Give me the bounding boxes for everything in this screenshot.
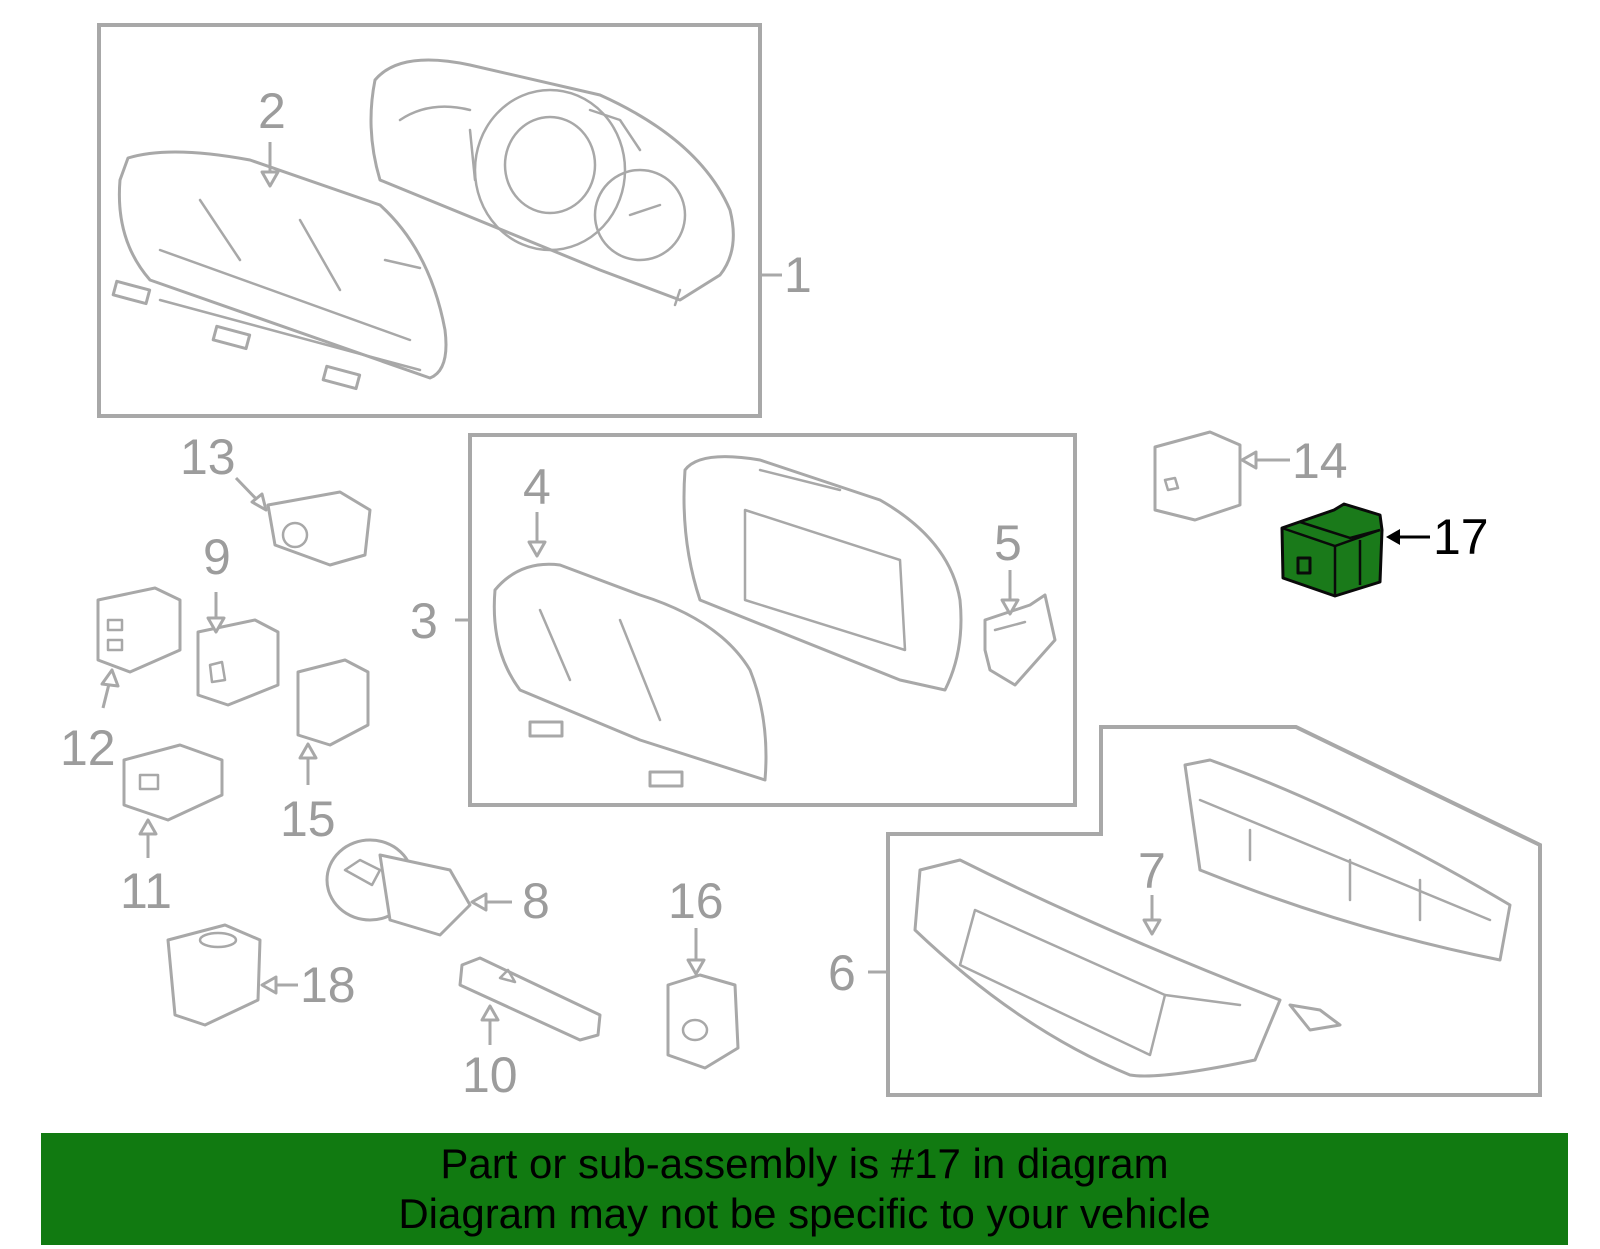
part-7-control-panel bbox=[1183, 758, 1512, 962]
group-box-climate-panel bbox=[886, 725, 1542, 1097]
part-3-housing-b bbox=[682, 455, 963, 692]
part-12-switch bbox=[96, 586, 182, 674]
footer-line-2: Diagram may not be specific to your vehi… bbox=[398, 1190, 1211, 1237]
footer-line-1: Part or sub-assembly is #17 in diagram bbox=[440, 1140, 1169, 1187]
callout-8: 8 bbox=[522, 873, 550, 929]
group-box-meter-assembly bbox=[97, 23, 762, 418]
part-8-knob-switch bbox=[325, 838, 472, 937]
callout-10: 10 bbox=[462, 1047, 518, 1103]
callout-2: 2 bbox=[258, 83, 286, 139]
callout-16: 16 bbox=[668, 873, 724, 929]
part-16-switch bbox=[666, 973, 740, 1070]
callout-17: 17 bbox=[1433, 509, 1489, 565]
part-6-panel bbox=[913, 858, 1342, 1078]
part-18-holder bbox=[166, 923, 262, 1027]
callout-1: 1 bbox=[784, 247, 812, 303]
part-17-highlighted-switch[interactable] bbox=[1280, 502, 1384, 598]
callout-11: 11 bbox=[120, 863, 172, 919]
callout-15: 15 bbox=[280, 791, 336, 847]
part-1-meter-housing bbox=[369, 58, 735, 307]
callout-13: 13 bbox=[180, 429, 236, 485]
part-9-switch bbox=[196, 618, 280, 707]
callout-12: 12 bbox=[60, 720, 116, 776]
callout-4: 4 bbox=[523, 459, 551, 515]
callout-18: 18 bbox=[300, 957, 356, 1013]
callout-6: 6 bbox=[828, 945, 856, 1001]
part-15-clip bbox=[296, 658, 370, 747]
callout-7: 7 bbox=[1138, 843, 1166, 899]
callout-5: 5 bbox=[994, 515, 1022, 571]
callout-14: 14 bbox=[1292, 433, 1348, 489]
footer-banner: Part or sub-assembly is #17 in diagram D… bbox=[41, 1133, 1568, 1245]
part-13-switch bbox=[266, 490, 372, 567]
callout-3: 3 bbox=[410, 593, 438, 649]
part-5-bracket bbox=[983, 593, 1057, 687]
part-10-hazard-switch bbox=[458, 956, 602, 1042]
part-2-meter-lens bbox=[111, 150, 448, 391]
part-4-lens bbox=[492, 562, 768, 788]
part-11-switch bbox=[122, 743, 224, 822]
part-14-switch bbox=[1153, 430, 1242, 522]
leader-lines bbox=[100, 142, 1430, 1045]
callout-9: 9 bbox=[203, 529, 231, 585]
